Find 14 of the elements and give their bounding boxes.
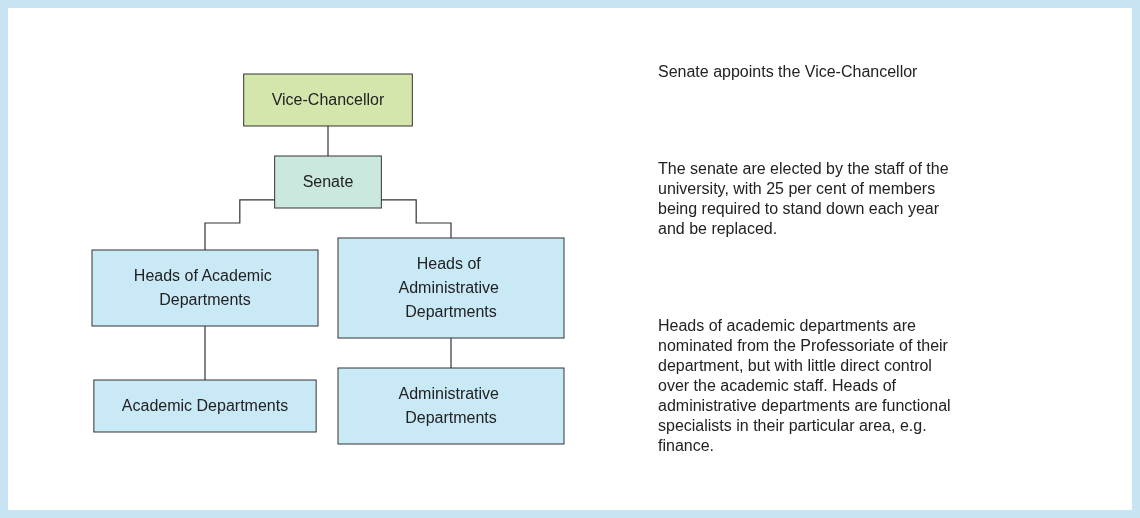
node-box: Senate xyxy=(274,155,382,209)
note-text: Senate appoints the Vice-Chancellor xyxy=(658,62,919,83)
connector xyxy=(204,199,276,251)
node-box: Academic Departments xyxy=(93,379,317,433)
note-text: Heads of academic departments are nominated from the Professoriate of their department, but with little direct control over the academic staff. Heads of administrative departments are functional specialists in their particular area, e.g. finance. xyxy=(658,315,952,456)
node-box: Vice-Chancellor xyxy=(243,73,413,127)
connector xyxy=(380,199,452,239)
connector xyxy=(327,125,329,157)
connector xyxy=(450,337,452,369)
connector xyxy=(204,325,206,381)
node-box: Administrative Departments xyxy=(337,367,565,445)
node-box: Heads of Administrative Departments xyxy=(337,237,565,339)
node-box: Heads of Academic Departments xyxy=(91,249,319,327)
note-text: The senate are elected by the staff of the university, with 25 per cent of members being required to stand down each year and be replaced. xyxy=(658,159,950,239)
